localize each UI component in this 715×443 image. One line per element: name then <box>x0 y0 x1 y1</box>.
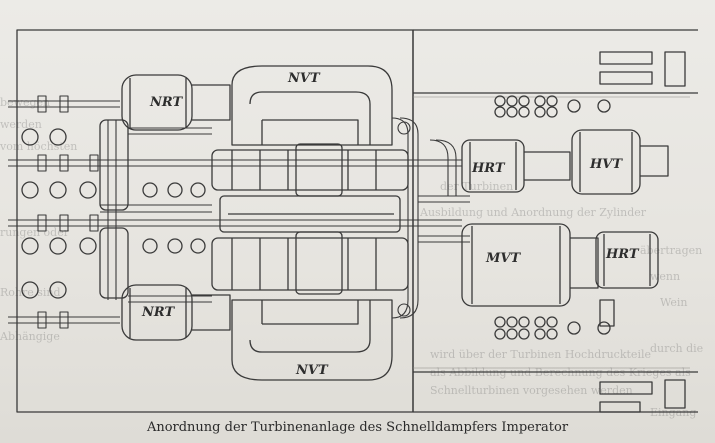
auxiliary-boxes <box>599 51 686 413</box>
hrt-bottom-turbine <box>595 231 659 289</box>
label-nrt-top: NRT <box>149 95 183 110</box>
label-nrt-bottom: NRT <box>141 305 175 320</box>
piping-center-right <box>391 117 470 319</box>
label-nvt-bottom: NVT <box>295 363 329 378</box>
label-hvt: HVT <box>589 157 623 172</box>
shafts-right <box>430 159 462 227</box>
label-hrt-top: HRT <box>471 161 506 176</box>
figure-caption: Anordnung der Turbinenanlage des Schnell… <box>146 420 569 435</box>
mvt-turbine <box>461 223 599 307</box>
valve-row-bottom <box>494 316 611 340</box>
thrust-blocks <box>21 128 206 299</box>
shade-strip <box>413 96 690 369</box>
shafts <box>8 95 430 329</box>
label-hrt-bottom: HRT <box>605 247 640 262</box>
nrt-top-turbine <box>99 74 231 211</box>
central-casing <box>219 195 401 233</box>
label-nvt-top: NVT <box>287 71 321 86</box>
hvt-turbine <box>571 129 669 195</box>
label-mvt: MVT <box>485 251 521 266</box>
engine-room-right <box>413 92 698 373</box>
valve-row-top <box>494 95 611 118</box>
hull-outline <box>16 29 414 413</box>
piping-left <box>100 120 212 303</box>
nvt-bottom-casing <box>211 231 409 381</box>
